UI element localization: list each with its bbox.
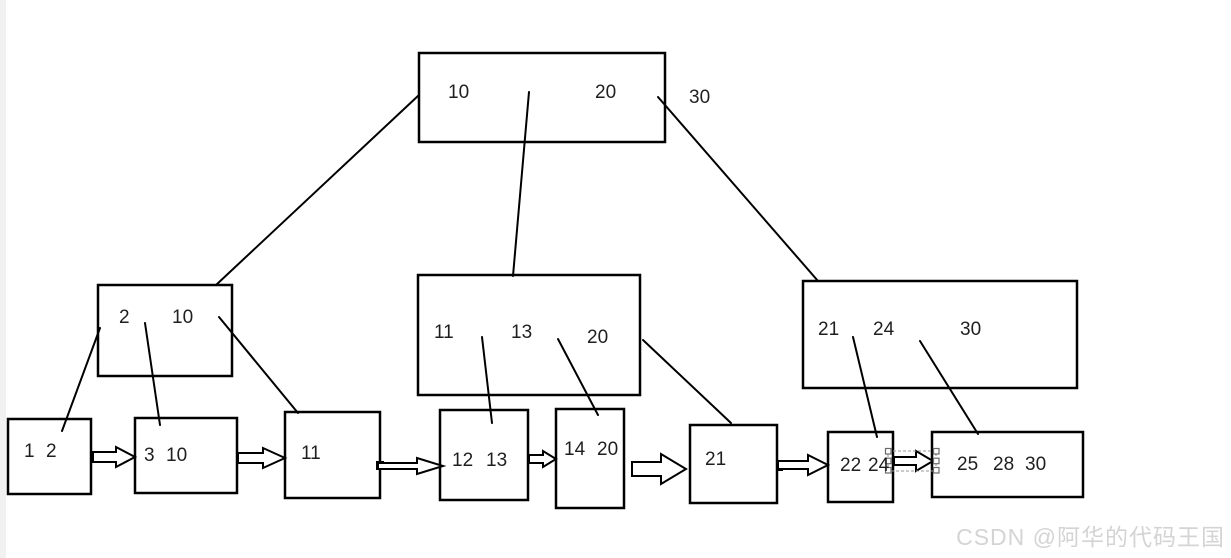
leaf-node-7-box[interactable]: [826, 430, 895, 504]
leaf-node-1-box[interactable]: [6, 417, 93, 496]
selection-handle-bottom-left[interactable]: [884, 466, 892, 474]
root-side-label-30: 30: [689, 87, 711, 108]
leaf8-key-25: 25: [957, 454, 979, 475]
selection-handle-top-left[interactable]: [884, 447, 892, 455]
arrow-leaf2-to-leaf3[interactable]: [237, 446, 288, 470]
edge-internal-3-to-leaf-8[interactable]: [919, 340, 979, 435]
leaf1-key-2: 2: [46, 441, 57, 462]
edge-internal-1-to-leaf-2[interactable]: [144, 322, 161, 426]
internal1-key-2: 2: [119, 307, 130, 328]
leaf-node-4-box[interactable]: [438, 408, 530, 502]
internal-node-3-box[interactable]: [801, 279, 1079, 390]
leaf-node-6-box[interactable]: [688, 423, 779, 505]
root-key-10: 10: [448, 82, 470, 103]
arrow-leaf7-to-leaf8[interactable]: [893, 449, 935, 473]
selection-handle-top-right[interactable]: [932, 447, 940, 455]
internal2-key-11: 11: [434, 322, 454, 343]
leaf5-key-14: 14: [564, 439, 586, 460]
edge-internal-2-to-leaf-6[interactable]: [642, 339, 732, 424]
root-node-box[interactable]: [417, 51, 667, 144]
arrow-leaf3-to-leaf4[interactable]: [377, 456, 447, 476]
edge-root-to-internal-1[interactable]: [215, 94, 420, 286]
leaf-node-2-box[interactable]: [133, 416, 239, 495]
internal-node-2-box[interactable]: [416, 273, 642, 397]
leaf8-key-28: 28: [993, 454, 1015, 475]
leaf2-key-10: 10: [166, 445, 188, 466]
csdn-watermark: CSDN @阿华的代码王国: [956, 524, 1225, 550]
arrow-leaf4-to-leaf5[interactable]: [528, 449, 558, 469]
internal3-key-30: 30: [960, 319, 982, 340]
selection-handle-mid-right[interactable]: [932, 457, 940, 465]
internal3-key-24: 24: [873, 319, 895, 340]
leaf-node-3-box[interactable]: [283, 410, 382, 500]
leaf7-key-22: 22: [840, 455, 862, 476]
leaf6-key-21: 21: [705, 449, 727, 470]
selection-handle-bottom-right[interactable]: [932, 466, 940, 474]
edge-root-to-internal-3[interactable]: [657, 96, 819, 282]
internal-node-1-box[interactable]: [96, 283, 234, 378]
selection-handle-mid-left[interactable]: [884, 457, 892, 465]
leaf7-key-24: 24: [868, 455, 890, 476]
root-key-20: 20: [595, 82, 617, 103]
arrow-leaf1-to-leaf2[interactable]: [92, 445, 138, 469]
leaf-node-8-box[interactable]: [930, 430, 1085, 499]
edge-internal-2-to-leaf-5[interactable]: [557, 338, 599, 416]
page-edge-strip: [0, 0, 6, 558]
internal2-key-13: 13: [511, 322, 533, 343]
leaf5-key-20: 20: [597, 439, 619, 460]
edge-internal-1-to-leaf-1[interactable]: [61, 327, 101, 432]
internal3-key-21: 21: [818, 319, 840, 340]
internal2-key-20: 20: [587, 327, 609, 348]
edge-internal-2-to-leaf-4[interactable]: [481, 336, 493, 424]
leaf1-key-1: 1: [24, 441, 35, 462]
arrow-leaf5-to-leaf6[interactable]: [631, 452, 688, 486]
selection-indicator: [884, 447, 940, 474]
arrow-leaf6-to-leaf7[interactable]: [777, 453, 831, 477]
leaf4-key-12: 12: [452, 450, 474, 471]
leaf3-key-11: 11: [301, 443, 321, 464]
internal1-key-10: 10: [172, 307, 194, 328]
leaf2-key-3: 3: [144, 445, 155, 466]
leaf4-key-13: 13: [486, 450, 508, 471]
leaf-node-5-box[interactable]: [554, 407, 626, 510]
edge-internal-1-to-leaf-3[interactable]: [218, 316, 299, 414]
edge-root-to-internal-2[interactable]: [512, 91, 530, 277]
leaf8-key-30: 30: [1025, 454, 1047, 475]
edge-internal-3-to-leaf-7[interactable]: [852, 336, 878, 438]
